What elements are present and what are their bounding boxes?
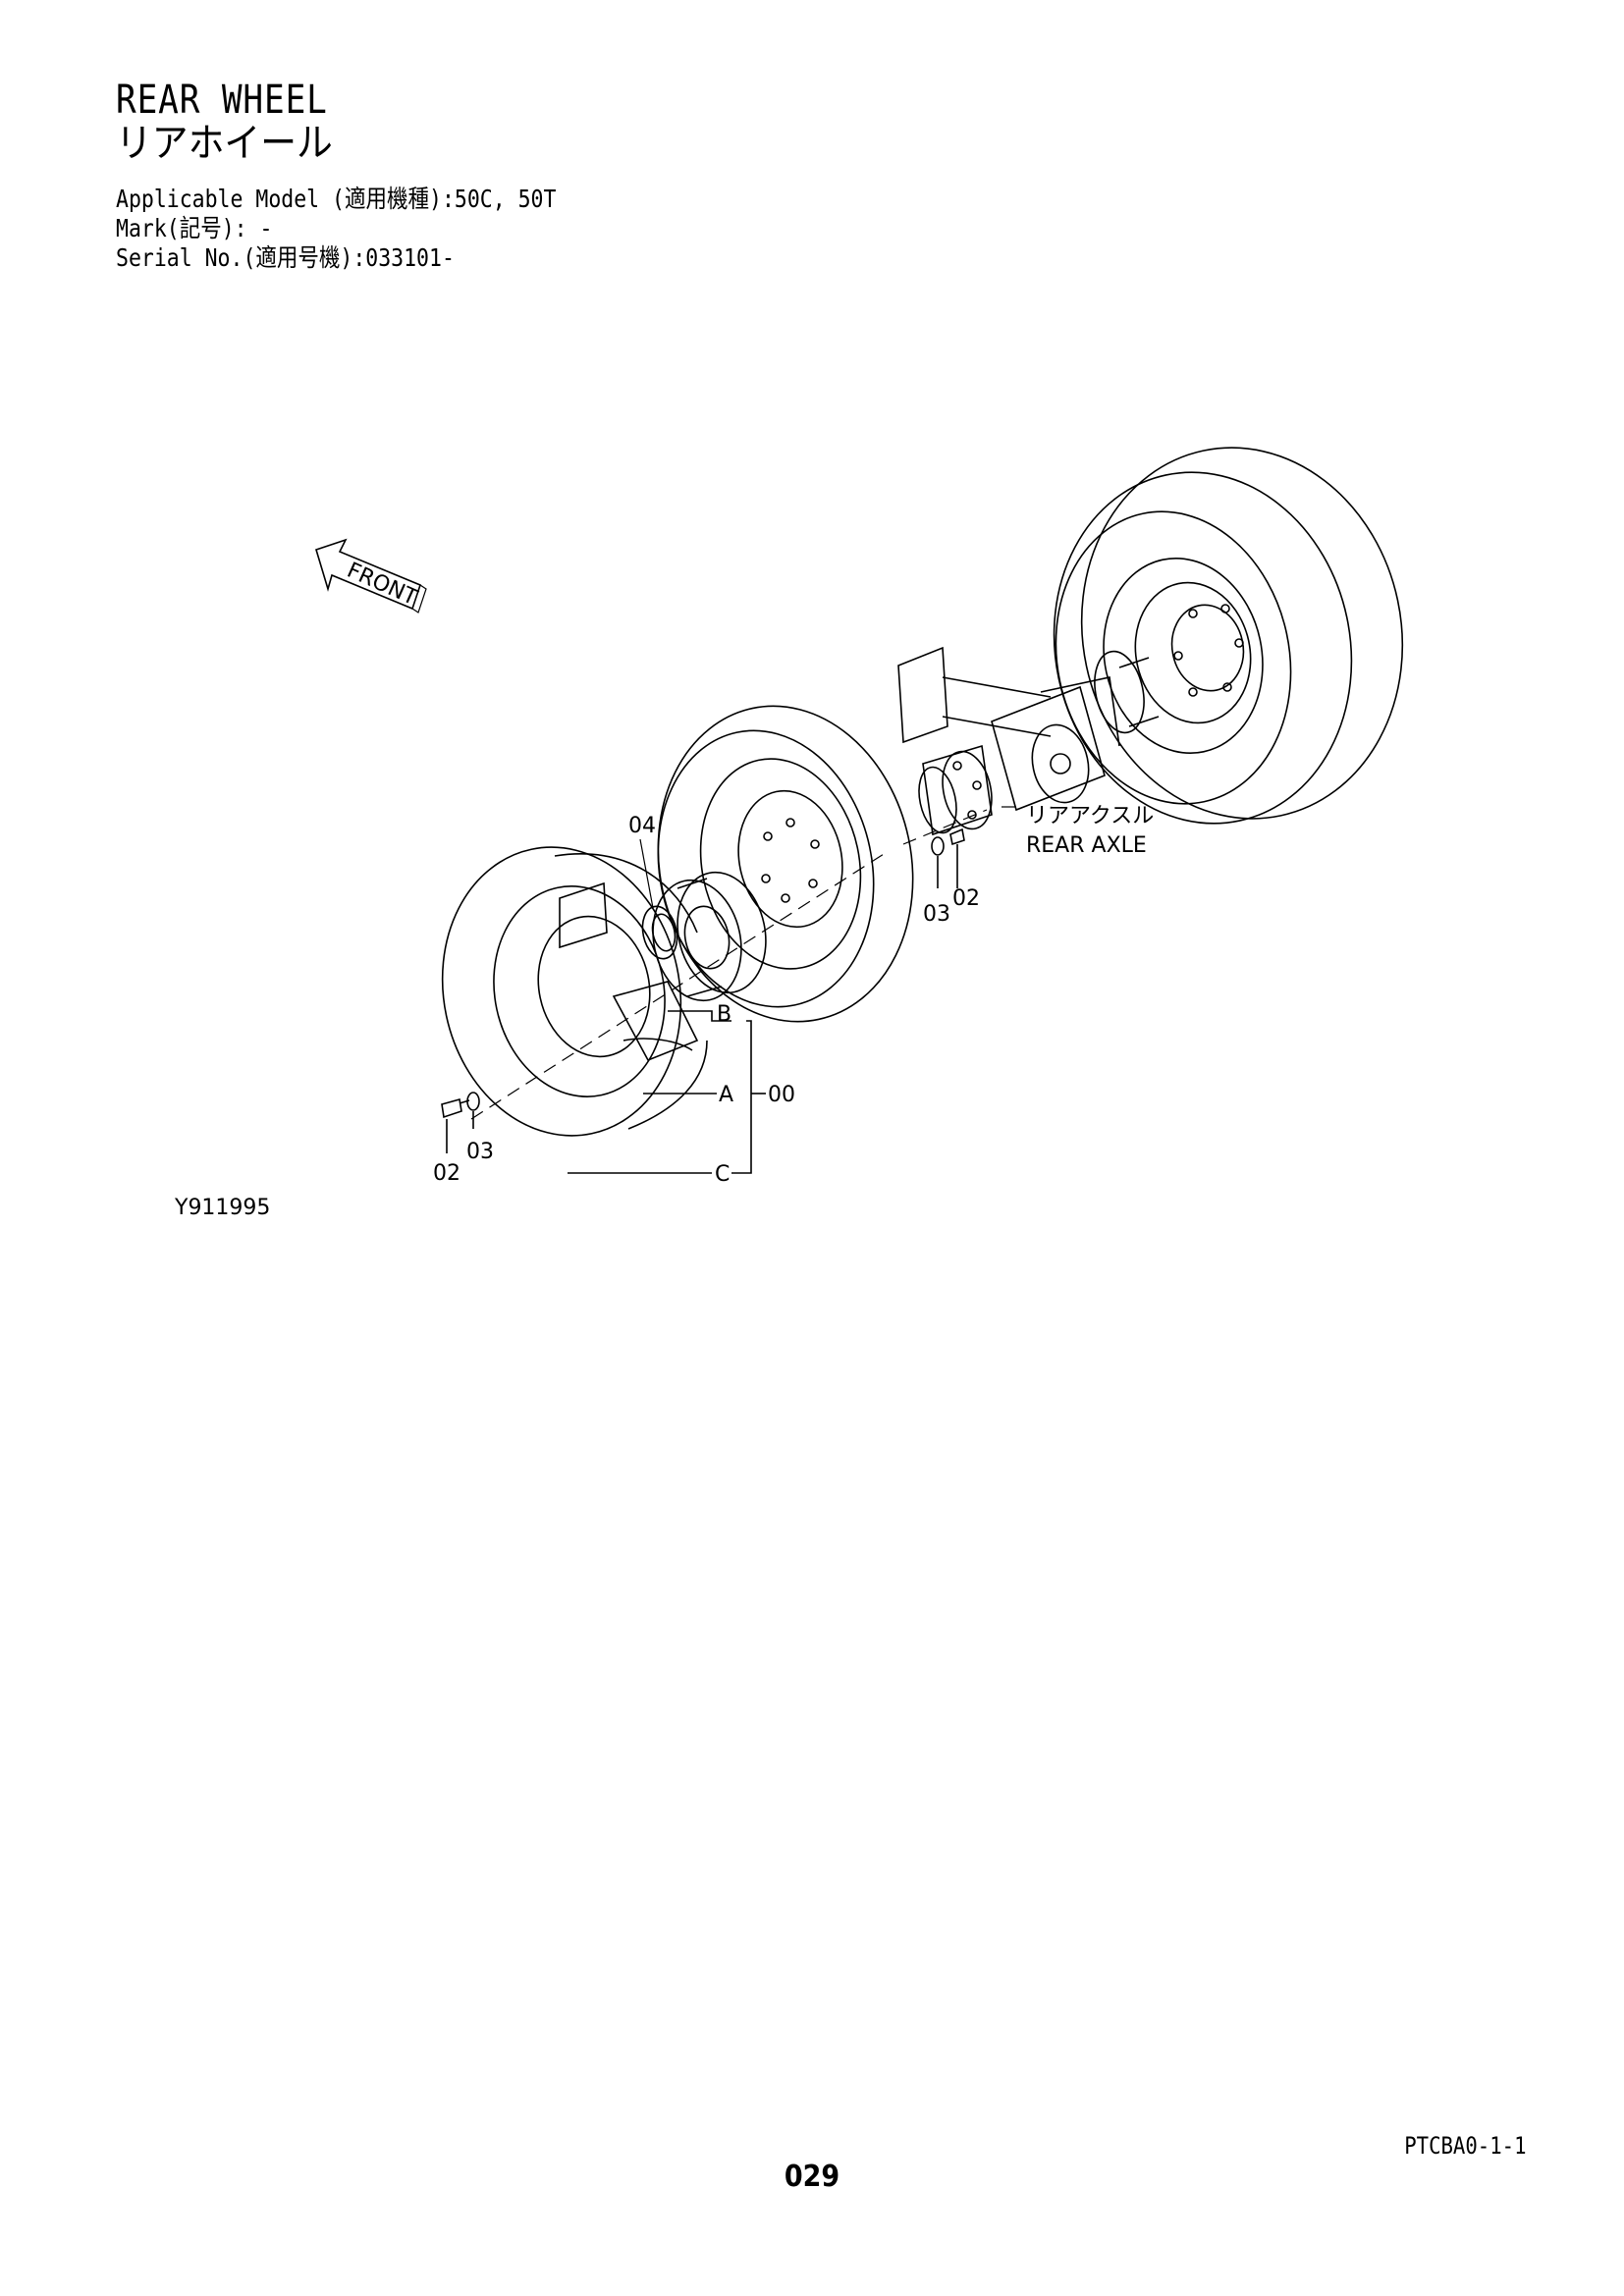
page-number: 029 xyxy=(784,2160,840,2194)
callout-02-right: 02 xyxy=(952,886,980,911)
mark-info: Mark(記号): - xyxy=(116,214,273,242)
callout-03-right: 03 xyxy=(923,902,950,927)
page-title-japanese: リアホイール xyxy=(116,121,333,166)
reference-code: PTCBA0-1-1 xyxy=(1403,2132,1526,2160)
callout-b: B xyxy=(717,1002,731,1027)
callout-03-left: 03 xyxy=(466,1140,494,1164)
figure-id: Y911995 xyxy=(175,1196,271,1220)
assembly-axis-line xyxy=(470,809,988,1120)
front-label: FRONT xyxy=(344,559,421,612)
bolt-washer-right xyxy=(931,828,965,888)
callout-02-left: 02 xyxy=(433,1161,460,1186)
applicable-model: Applicable Model (適用機種):50C, 50T xyxy=(116,185,557,213)
assembly-bracket-00 xyxy=(568,1010,766,1174)
page-title: REAR WHEEL xyxy=(116,78,328,123)
rear-axle-label-japanese: リアアクスル xyxy=(1026,804,1154,828)
rear-axle-label: REAR AXLE xyxy=(1026,833,1147,858)
rear-axle xyxy=(897,646,1160,836)
callout-c: C xyxy=(715,1162,730,1187)
callout-04: 04 xyxy=(628,814,656,838)
serial-number-info: Serial No.(適用号機):033101- xyxy=(116,243,455,272)
front-arrow-icon: FRONT xyxy=(315,538,427,614)
callout-a: A xyxy=(719,1083,733,1107)
rear-wheel-dual-right xyxy=(1053,447,1404,825)
ring-04 xyxy=(641,905,678,960)
rear-wheel-outer-cutaway xyxy=(441,846,708,1137)
callout-00: 00 xyxy=(768,1083,795,1107)
bolt-washer-left xyxy=(441,1092,480,1153)
rear-wheel-inner xyxy=(657,705,914,1023)
